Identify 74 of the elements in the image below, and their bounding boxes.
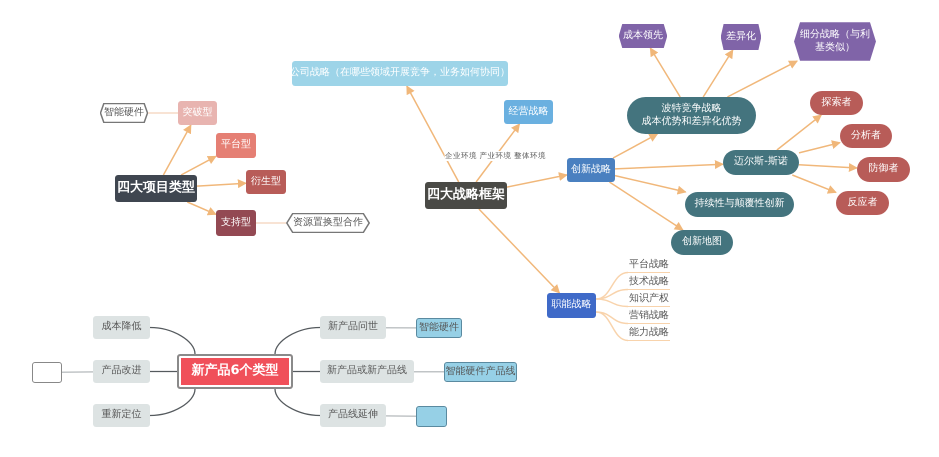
tag-box: 智能硬件 — [416, 318, 462, 338]
connector-line — [150, 326, 196, 354]
hexagon-topic: 成本领先 — [619, 24, 667, 48]
topic-pill: 反应者 — [836, 191, 889, 215]
connector-line — [150, 388, 196, 416]
hexagon-topic: 细分战略（与利基类似） — [794, 22, 876, 61]
connector-line — [62, 371, 94, 374]
topic-box: 重新定位 — [93, 404, 150, 427]
arrow — [406, 85, 460, 182]
topic-box: 新产品问世 — [320, 316, 386, 339]
underlined-topic: 平台战略 — [628, 257, 670, 273]
topic-pill: 防御者 — [857, 157, 910, 182]
topic-box: 突破型 — [178, 101, 217, 125]
arrow — [798, 140, 841, 154]
underlined-topic: 营销战略 — [628, 308, 670, 324]
topic-text: 成本优势和差异化优势 — [642, 116, 742, 128]
topic-box: 经营战略 — [504, 100, 553, 124]
central-topic-box: 新产品6个类型 — [177, 354, 293, 389]
arrow — [478, 208, 560, 294]
empty-box — [416, 406, 447, 427]
connector-line — [386, 415, 416, 418]
connector-line — [293, 370, 320, 372]
topic-box: 产品改进 — [93, 360, 150, 383]
arrow — [792, 174, 837, 194]
arrow — [702, 49, 734, 98]
topic-pill: 分析者 — [840, 124, 892, 148]
central-topic-box: 四大项目类型 — [115, 175, 197, 202]
connector-line — [274, 326, 320, 354]
arrow — [614, 174, 687, 195]
topic-text: 波特竞争战略 — [662, 103, 722, 116]
arrow — [506, 172, 568, 188]
connector-line — [256, 222, 286, 224]
connector-line — [414, 370, 444, 373]
arrow — [196, 179, 247, 188]
hexagon-topic: 差异化 — [721, 24, 761, 50]
arrow — [614, 160, 724, 170]
topic-box: 创新战略 — [567, 158, 615, 182]
topic-box: 新产品或新产品线 — [320, 360, 414, 383]
arrow — [650, 47, 681, 98]
arrow — [180, 156, 217, 176]
topic-pill: 迈尔斯-斯诺 — [723, 150, 799, 175]
arrow — [608, 181, 684, 231]
connector-line — [596, 298, 628, 308]
connector-line — [150, 370, 177, 372]
underlined-topic: 知识产权 — [628, 291, 670, 307]
arrow — [798, 163, 858, 172]
topic-pill — [627, 97, 756, 134]
tag-box: 智能硬件产品线 — [444, 362, 517, 382]
underlined-topic: 能力战略 — [628, 325, 670, 341]
arrow — [612, 133, 658, 159]
connector-line — [148, 112, 178, 114]
topic-box: 职能战略 — [547, 293, 596, 318]
topic-box: 衍生型 — [246, 170, 286, 194]
arrow — [162, 124, 192, 176]
topic-box: 成本降低 — [93, 316, 150, 339]
topic-box: 平台型 — [216, 133, 256, 158]
arrow — [776, 114, 822, 151]
arrow — [187, 201, 217, 216]
hexagon-tag: 智能硬件 — [100, 103, 148, 123]
topic-box: 支持型 — [216, 210, 256, 236]
central-topic-box: 四大战略框架 — [425, 182, 507, 209]
connector-line — [596, 288, 628, 300]
empty-box — [32, 362, 62, 383]
connector-line — [274, 388, 320, 416]
underlined-topic: 技术战略 — [628, 274, 670, 290]
connector-line — [596, 311, 628, 342]
topic-pill: 持续性与颠覆性创新 — [685, 192, 794, 217]
connector-line — [386, 326, 416, 329]
arrow — [476, 123, 520, 182]
topic-pill: 创新地图 — [671, 230, 733, 255]
topic-pill: 探索者 — [810, 91, 863, 115]
hexagon-tag: 资源置换型合作 — [286, 213, 370, 233]
arrow — [727, 60, 798, 98]
topic-box: 产品线延伸 — [320, 404, 386, 427]
